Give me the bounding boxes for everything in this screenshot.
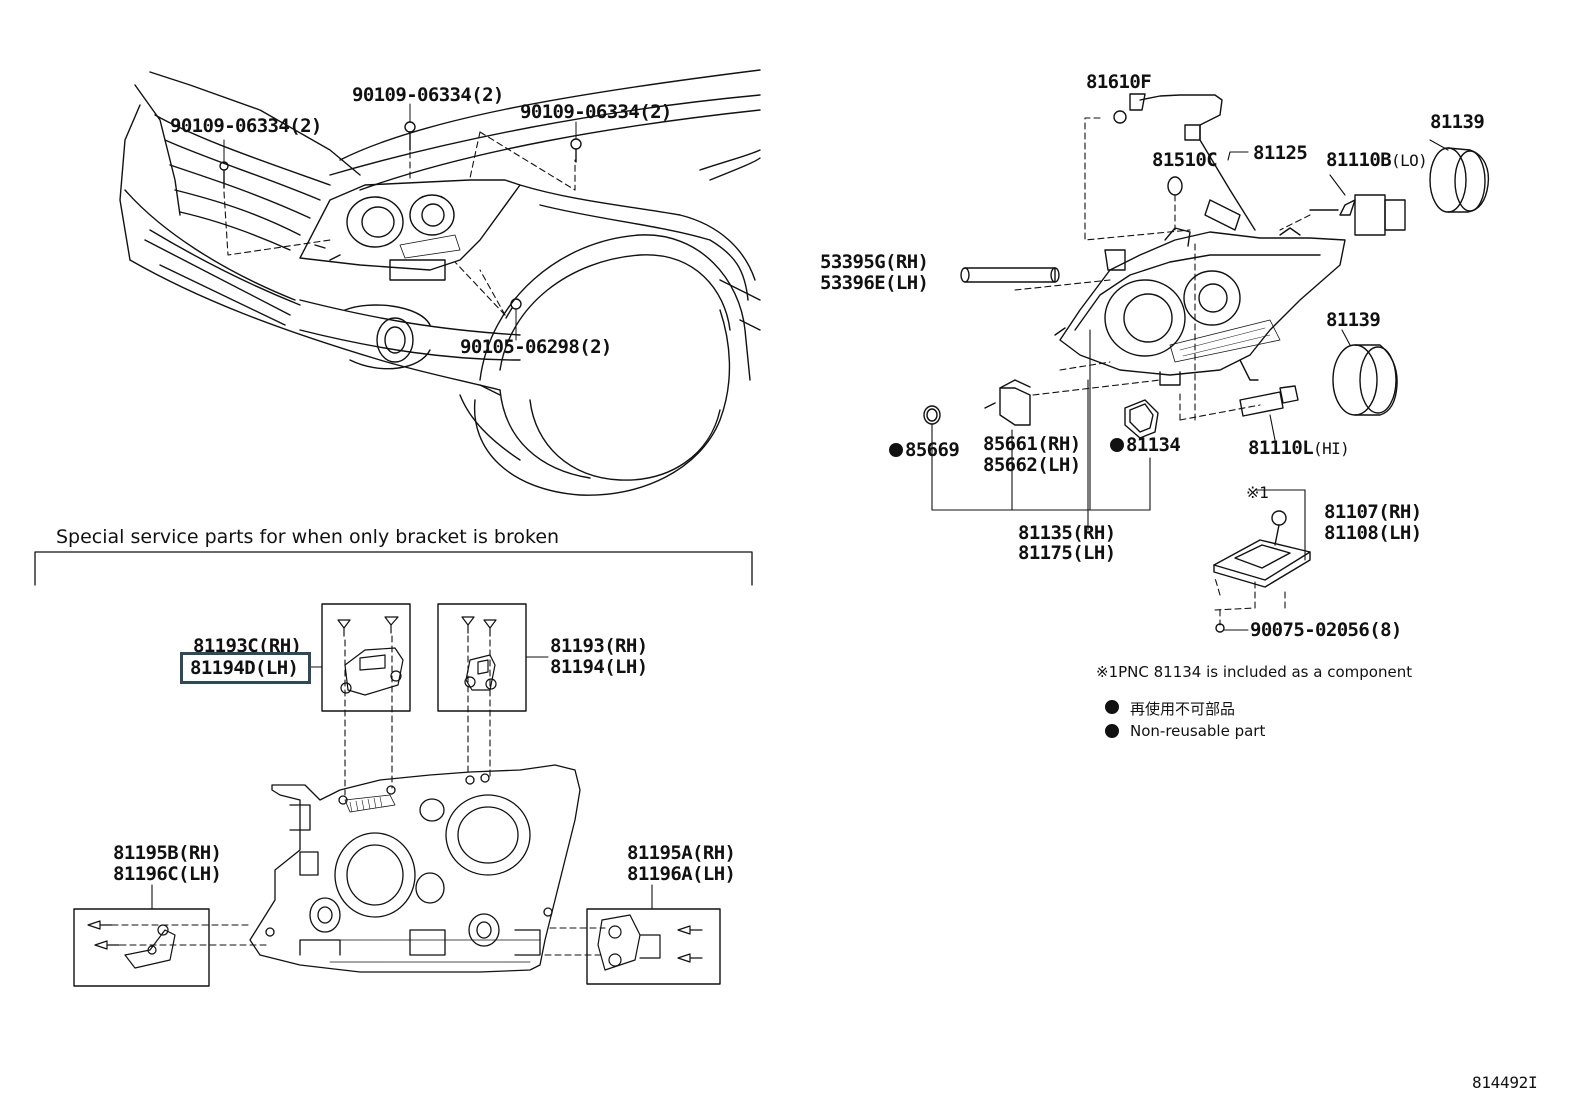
part-number-label[interactable]: 81175(LH)	[1018, 542, 1116, 564]
special-service-frame	[34, 551, 753, 586]
special-service-caption: Special service parts for when only brac…	[56, 526, 560, 548]
part-number-label[interactable]: 81135(RH)	[1018, 522, 1116, 544]
part-number-label[interactable]: 81110L(HI)	[1248, 437, 1350, 459]
part-number-label[interactable]: 90109-06334(2)	[170, 115, 322, 137]
part-number-label[interactable]: 90109-06334(2)	[352, 84, 504, 106]
selected-part-highlight[interactable]	[180, 652, 311, 684]
part-number-label[interactable]: 53395G(RH)	[820, 251, 929, 273]
part-number-label[interactable]: 81134	[1126, 434, 1181, 456]
part-number-label-selected[interactable]: 81194D(LH)	[190, 657, 299, 679]
part-number-label[interactable]: 81610F	[1086, 71, 1152, 93]
headlamp-assembly-illustration	[923, 93, 1490, 633]
part-number: 81110L	[1248, 437, 1314, 459]
part-number-label[interactable]: 81139	[1326, 309, 1381, 331]
part-number: 81110B	[1326, 149, 1392, 171]
part-number-label[interactable]: 81193(RH)	[550, 635, 648, 657]
part-number-label[interactable]: 81139	[1430, 111, 1485, 133]
headlamp-leader-lines	[1014, 117, 1311, 626]
legend-en: Non-reusable part	[1130, 722, 1266, 740]
part-number-label[interactable]: 81107(RH)	[1324, 501, 1422, 523]
legend-jp: 再使用不可部品	[1130, 700, 1236, 718]
part-number-label[interactable]: 81108(LH)	[1324, 522, 1422, 544]
part-number-label[interactable]: 90075-02056(8)	[1250, 619, 1402, 641]
part-number-label[interactable]: 53396E(LH)	[820, 272, 929, 294]
bracket-label-leaders	[151, 656, 653, 910]
part-number-label[interactable]: 81196C(LH)	[113, 863, 222, 885]
car-front-illustration	[119, 69, 761, 496]
part-number-label[interactable]: 85669	[905, 439, 960, 461]
part-number-label[interactable]: 81125	[1253, 142, 1308, 164]
part-number-label[interactable]: 81195B(RH)	[113, 842, 222, 864]
bracket-parts	[87, 616, 703, 971]
part-number-label[interactable]: 90105-06298(2)	[460, 336, 612, 358]
part-number-label[interactable]: 81110B(LO)	[1326, 149, 1428, 171]
part-number-label[interactable]: 81196A(LH)	[627, 863, 736, 885]
part-number-label[interactable]: 81510C	[1152, 149, 1218, 171]
part-number-label[interactable]: 90109-06334(2)	[520, 101, 672, 123]
position-suffix: (HI)	[1313, 439, 1350, 458]
footnote-mark: ※1	[1246, 483, 1269, 502]
car-leader-lines	[223, 131, 576, 316]
part-number-label[interactable]: 81193C(RH)	[193, 635, 302, 657]
part-number-label[interactable]: 81195A(RH)	[627, 842, 736, 864]
part-number-label[interactable]: 85662(LH)	[983, 454, 1081, 476]
figure-id: 814492I	[1472, 1073, 1538, 1092]
position-suffix: (LO)	[1391, 151, 1428, 170]
part-number-label[interactable]: 81194(LH)	[550, 656, 648, 678]
headlamp-label-leaders	[931, 139, 1449, 631]
part-number-label[interactable]: 85661(RH)	[983, 433, 1081, 455]
rear-housing-illustration	[249, 764, 581, 973]
component-note: ※1PNC 81134 is included as a component	[1096, 663, 1413, 681]
car-label-leaders	[223, 103, 577, 341]
bracket-leader-lines	[111, 635, 606, 956]
